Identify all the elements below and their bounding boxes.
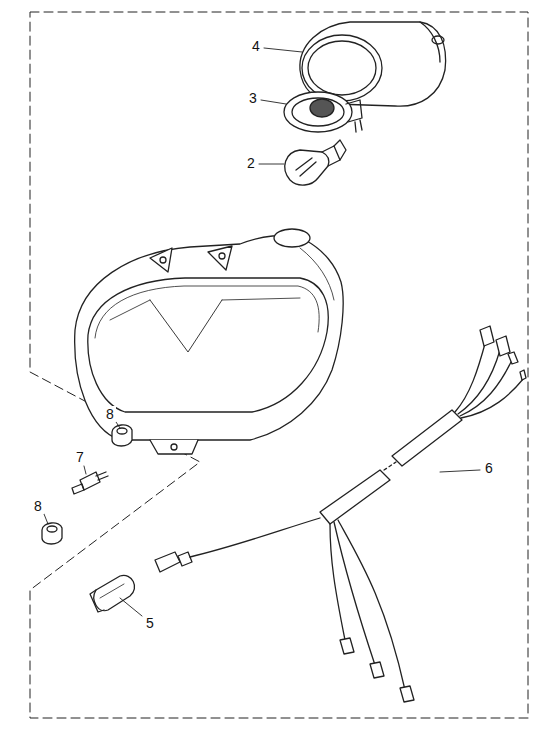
callout-number: 8 [32, 498, 44, 514]
headlamp-bulb [285, 140, 346, 185]
callout-number: 6 [483, 460, 495, 476]
callout-number: 5 [144, 615, 156, 631]
callout-number: 2 [245, 155, 257, 171]
callout-number: 3 [247, 90, 259, 106]
headlamp-unit [75, 229, 343, 454]
kit-boundary [30, 12, 528, 718]
leader-lines [44, 48, 480, 616]
callout-number: 4 [250, 38, 262, 54]
bulb-socket [284, 92, 362, 132]
callout-number: 7 [74, 449, 86, 465]
wiring-harness [155, 326, 526, 702]
callout-number: 8 [104, 406, 116, 422]
pilot-bulb [90, 575, 135, 612]
mounting-hardware [42, 425, 132, 544]
